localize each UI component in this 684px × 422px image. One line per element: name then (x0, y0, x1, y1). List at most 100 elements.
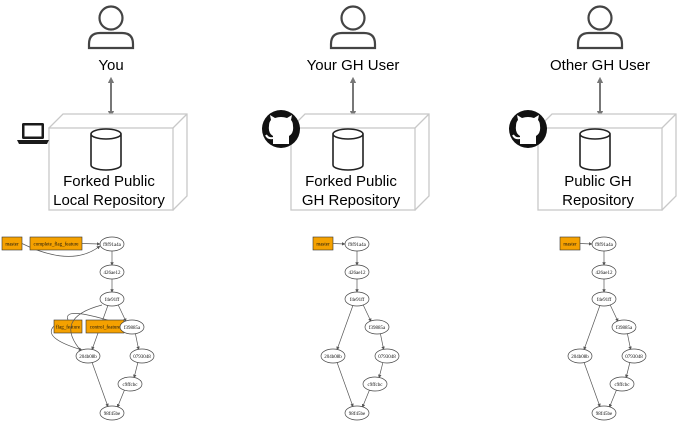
commit-node: 0793048 (621, 348, 647, 364)
commit-edge (625, 362, 631, 379)
commit-node: f39885a (364, 319, 390, 335)
commit-node: f39885a (119, 319, 145, 335)
commit-label: f4e91ff (597, 298, 612, 303)
branch-label: control_feature (90, 326, 121, 331)
commit-label: f9f91a4a (595, 243, 614, 248)
commit-node: 0793048 (129, 348, 155, 364)
commit-node: c9ffcbc (362, 376, 388, 392)
commit-label: 98f45be (596, 412, 613, 417)
repository-label: Public GH (564, 173, 632, 190)
commit-label: c9ffcbc (615, 383, 631, 388)
commit-node: f9f91a4a (344, 236, 370, 252)
commit-label: 204b08b (571, 355, 589, 360)
commit-edge (609, 304, 619, 322)
commit-node: f4e91ff (591, 291, 617, 307)
commit-label: f39885a (124, 326, 141, 331)
commit-node: f9f91a4a (591, 236, 617, 252)
commit-label: 0793048 (378, 355, 396, 360)
commit-edge (379, 333, 385, 351)
repository-label: GH Repository (302, 192, 401, 209)
ref-edge (579, 242, 593, 246)
commit-node: 426ae12 (591, 264, 617, 280)
commit-label: 98f45be (349, 412, 366, 417)
commit-node: 204b08b (567, 348, 593, 364)
merge-edge (70, 304, 103, 353)
commit-node: 98f45be (99, 405, 125, 421)
commit-edge (378, 362, 384, 379)
commit-edge (117, 304, 127, 322)
commit-label: 98f45be (104, 412, 121, 417)
commit-node: f4e91ff (344, 291, 370, 307)
commit-node: 204b08b (75, 348, 101, 364)
commit-edge (133, 362, 139, 379)
commit-edge (91, 362, 109, 408)
user-icon (576, 5, 624, 50)
commit-node: 98f45be (591, 405, 617, 421)
commit-label: 426ae12 (596, 271, 613, 276)
commit-node: f4e91ff (99, 291, 125, 307)
commit-graph: master f9f91a4a 426ae12 f4e91ff f39885a 07930… (559, 236, 647, 421)
user-label: Other GH User (550, 57, 650, 74)
commit-label: f39885a (616, 326, 633, 331)
commit-node: c9ffcbc (609, 376, 635, 392)
repository-label: Forked Public (305, 173, 397, 190)
commit-label: 426ae12 (104, 271, 121, 276)
commit-label: c9ffcbc (368, 383, 384, 388)
commit-node: 426ae12 (344, 264, 370, 280)
commit-edge (626, 333, 632, 351)
commit-node: 0793048 (374, 348, 400, 364)
commit-edge (362, 304, 372, 322)
commit-label: c9ffcbc (123, 383, 139, 388)
branch-label: master (5, 243, 19, 248)
github-icon (509, 110, 547, 148)
database-icon (579, 128, 611, 171)
commit-label: f4e91ff (105, 298, 120, 303)
branch-label: master (563, 243, 577, 248)
commit-node: f39885a (611, 319, 637, 335)
commit-label: f39885a (369, 326, 386, 331)
commit-label: f9f91a4a (103, 243, 122, 248)
commit-graph: master f9f91a4a 426ae12 f4e91ff f39885a 07930… (312, 236, 400, 421)
commit-label: 426ae12 (349, 271, 366, 276)
laptop-icon (17, 123, 49, 144)
user-icon (329, 5, 377, 50)
commit-edge (361, 389, 370, 408)
branch-ref: control_feature (85, 319, 125, 334)
commit-label: 0793048 (133, 355, 151, 360)
commit-label: f9f91a4a (348, 243, 367, 248)
ref-edge (50, 325, 83, 351)
commit-node: 204b08b (320, 348, 346, 364)
commit-edge (583, 362, 601, 408)
branch-ref: complete_flag_feature (29, 236, 83, 251)
commit-label: 204b08b (79, 355, 97, 360)
commit-label: 0793048 (625, 355, 643, 360)
branch-ref: master (559, 236, 581, 251)
user-icon (87, 5, 135, 50)
branch-label: complete_flag_feature (34, 243, 80, 248)
database-icon (90, 128, 122, 171)
ref-edge (332, 242, 346, 246)
commit-edge (134, 333, 140, 351)
commit-node: c9ffcbc (117, 376, 143, 392)
repository-label: Repository (562, 192, 634, 209)
branch-label: master (316, 243, 330, 248)
commit-label: f4e91ff (350, 298, 365, 303)
branch-ref: flag_feature (53, 319, 83, 334)
repository-label: Forked Public (63, 173, 155, 190)
user-label: Your GH User (307, 57, 400, 74)
user-label: You (98, 57, 123, 74)
ref-edge (81, 242, 101, 246)
branch-ref: master (1, 236, 23, 251)
repository-label: Local Repository (53, 192, 165, 209)
commit-edge (116, 389, 125, 408)
branch-ref: master (312, 236, 334, 251)
github-icon (262, 110, 300, 148)
commit-edge (336, 305, 354, 351)
commit-node: 426ae12 (99, 264, 125, 280)
branch-label: flag_feature (56, 326, 81, 331)
commit-node: f9f91a4a (99, 236, 125, 252)
